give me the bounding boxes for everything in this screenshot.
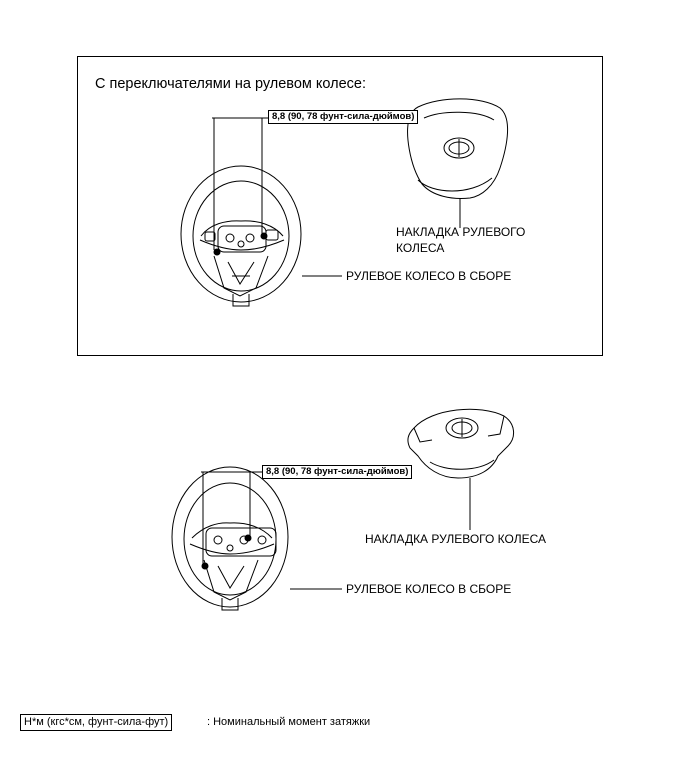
pad-label-bottom: НАКЛАДКА РУЛЕВОГО КОЛЕСА	[365, 532, 547, 546]
wheel-label-bottom: РУЛЕВОЕ КОЛЕСО В СБОРЕ	[346, 582, 512, 596]
torque-spec-top: 8,8 (90, 78 фунт-сила-дюймов)	[268, 110, 419, 124]
pad-label-top-line1: НАКЛАДКА РУЛЕВОГО	[396, 225, 526, 239]
legend-unit-box: Н*м (кгс*см, фунт-сила-фут)	[20, 714, 173, 731]
pad-label-top-line2: КОЛЕСА	[396, 241, 445, 255]
legend-description: : Номинальный момент затяжки	[207, 716, 371, 728]
steering-pad-bottom	[407, 408, 514, 479]
torque-spec-bottom: 8,8 (90, 78 фунт-сила-дюймов)	[262, 465, 413, 479]
upper-diagram-frame	[77, 56, 603, 356]
steering-pad-top	[407, 98, 509, 199]
steering-wheel-top	[180, 165, 302, 307]
steering-wheel-bottom	[171, 466, 289, 611]
panel-title: С переключателями на рулевом колесе:	[95, 76, 367, 92]
wheel-label-top: РУЛЕВОЕ КОЛЕСО В СБОРЕ	[346, 269, 512, 283]
